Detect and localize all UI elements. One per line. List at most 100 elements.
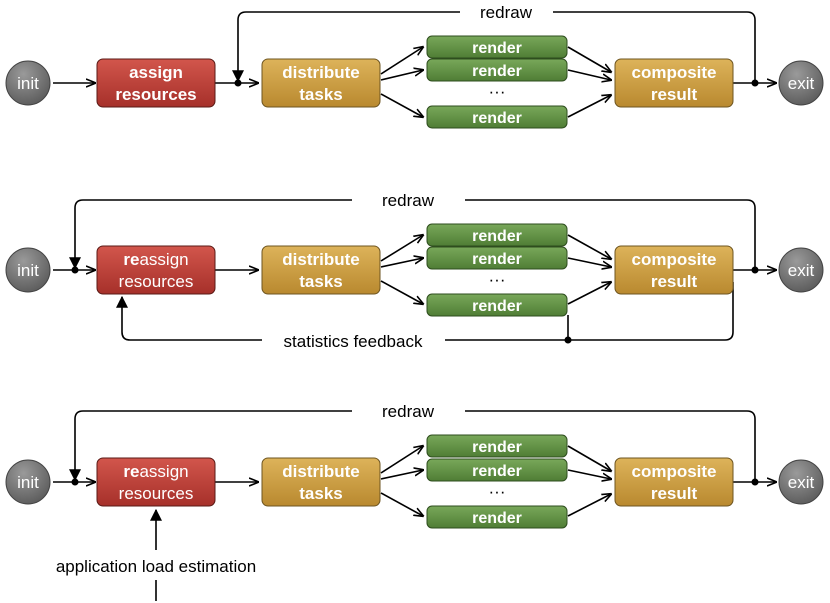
composite-feedback-line xyxy=(445,282,734,341)
distribute-to-render-1-arrow xyxy=(380,47,423,75)
composite-label-line2: result xyxy=(651,484,698,503)
render-2-to-composite-arrow xyxy=(567,257,611,267)
composite-result-box xyxy=(614,245,734,295)
row-1: redraw init assign resources distribute … xyxy=(5,3,824,129)
render-3-to-composite-arrow xyxy=(567,95,611,118)
init-node xyxy=(5,60,51,106)
assign-resources-box xyxy=(96,58,216,108)
render-label-1: render xyxy=(472,40,522,57)
render-box-2 xyxy=(426,246,568,270)
composite-label-line2: result xyxy=(651,272,698,291)
exit-node xyxy=(778,247,824,293)
reassign-label-line1: reassign xyxy=(123,250,188,269)
render-label-2: render xyxy=(472,63,522,80)
render-box-2 xyxy=(426,458,568,482)
reassign-line2-text: resources xyxy=(119,484,194,503)
exit-label: exit xyxy=(788,473,815,492)
render-box-2 xyxy=(426,58,568,82)
init-label: init xyxy=(17,261,39,280)
render-ellipsis: ··· xyxy=(489,270,506,289)
redraw-loop-line xyxy=(465,199,756,270)
render-label-3: render xyxy=(472,510,522,527)
application-load-estimation-label: application load estimation xyxy=(56,557,256,576)
assign-label-line2: resources xyxy=(115,85,196,104)
exit-node xyxy=(778,459,824,505)
render-label-1: render xyxy=(472,228,522,245)
init-node xyxy=(5,247,51,293)
reassign-label-line1: reassign xyxy=(123,462,188,481)
redraw-label: redraw xyxy=(382,191,435,210)
distribute-to-render-2-arrow xyxy=(380,470,423,480)
distribute-label-line2: tasks xyxy=(299,272,342,291)
reassign-line2-text: resources xyxy=(119,272,194,291)
composite-label-line1: composite xyxy=(631,63,716,82)
render-label-3: render xyxy=(472,110,522,127)
reassign-label-line2: resources xyxy=(119,272,194,291)
render-2-to-composite-arrow xyxy=(567,69,611,80)
feedback-return-arrow xyxy=(116,295,262,341)
composite-result-box xyxy=(614,457,734,507)
render-box-3 xyxy=(426,105,568,129)
distribute-to-render-3-arrow xyxy=(380,492,423,516)
render-ellipsis: ··· xyxy=(489,82,506,101)
row-3: redraw application load estimation init … xyxy=(5,402,824,601)
assign-label-line1: assign xyxy=(129,63,183,82)
statistics-feedback-label: statistics feedback xyxy=(284,332,423,351)
exit-node xyxy=(778,60,824,106)
render-box-1 xyxy=(426,35,568,59)
distribute-label-line1: distribute xyxy=(282,250,359,269)
distribute-to-render-1-arrow xyxy=(380,235,423,262)
distribute-tasks-box xyxy=(261,58,381,108)
render-box-1 xyxy=(426,434,568,458)
reassign-prefix: re xyxy=(123,250,139,269)
reassign-label-line2: resources xyxy=(119,484,194,503)
distribute-tasks-box xyxy=(261,457,381,507)
render-box-1 xyxy=(426,223,568,247)
reassign-rest: assign xyxy=(139,250,188,269)
distribute-tasks-box xyxy=(261,245,381,295)
reassign-prefix: re xyxy=(123,462,139,481)
redraw-label: redraw xyxy=(480,3,533,22)
composite-label-line2: result xyxy=(651,85,698,104)
render-2-to-composite-arrow xyxy=(567,469,611,479)
redraw-loop-line xyxy=(553,11,756,83)
reassign-resources-box xyxy=(96,457,216,507)
distribute-label-line1: distribute xyxy=(282,462,359,481)
init-label: init xyxy=(17,473,39,492)
exit-label: exit xyxy=(788,261,815,280)
redraw-label: redraw xyxy=(382,402,435,421)
redraw-loop-return xyxy=(69,410,352,482)
render-label-1: render xyxy=(472,439,522,456)
composite-label-line1: composite xyxy=(631,462,716,481)
exit-label: exit xyxy=(788,74,815,93)
redraw-loop-line xyxy=(465,410,756,482)
distribute-label-line1: distribute xyxy=(282,63,359,82)
distribute-to-render-2-arrow xyxy=(380,70,423,81)
render-box-3 xyxy=(426,293,568,317)
distribute-label-line2: tasks xyxy=(299,484,342,503)
render-label-2: render xyxy=(472,463,522,480)
render-3-to-composite-arrow xyxy=(567,494,611,517)
reassign-resources-box xyxy=(96,245,216,295)
render-1-to-composite-arrow xyxy=(567,46,611,72)
distribute-to-render-3-arrow xyxy=(380,93,423,117)
redraw-loop-return xyxy=(232,11,460,83)
reassign-rest: assign xyxy=(139,462,188,481)
init-node xyxy=(5,459,51,505)
render-3-to-composite-arrow xyxy=(567,282,611,305)
distribute-to-render-2-arrow xyxy=(380,258,423,268)
row-2: redraw statistics feedback init reassign… xyxy=(5,191,824,351)
render-ellipsis: ··· xyxy=(489,482,506,501)
render-label-2: render xyxy=(472,251,522,268)
composite-label-line1: composite xyxy=(631,250,716,269)
redraw-loop-return xyxy=(69,199,352,270)
distribute-label-line2: tasks xyxy=(299,85,342,104)
distribute-to-render-1-arrow xyxy=(380,446,423,474)
render-box-3 xyxy=(426,505,568,529)
render-1-to-composite-arrow xyxy=(567,234,611,259)
init-label: init xyxy=(17,74,39,93)
render-label-3: render xyxy=(472,298,522,315)
composite-result-box xyxy=(614,58,734,108)
render-1-to-composite-arrow xyxy=(567,445,611,471)
